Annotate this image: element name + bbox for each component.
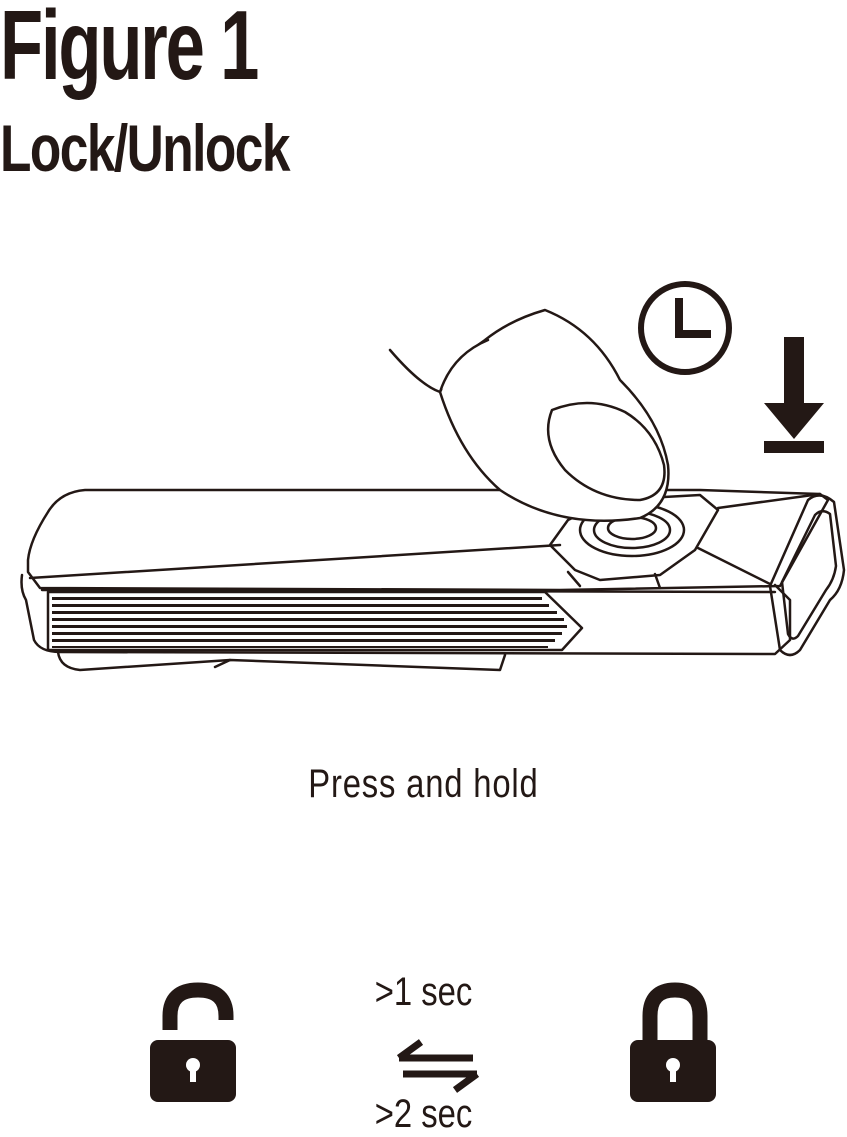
locked-padlock-icon bbox=[628, 982, 728, 1102]
clock-icon bbox=[637, 280, 737, 380]
swap-arrows-icon bbox=[393, 1036, 483, 1096]
press-and-hold-caption: Press and hold bbox=[0, 762, 847, 807]
down-arrow-icon bbox=[760, 335, 830, 465]
